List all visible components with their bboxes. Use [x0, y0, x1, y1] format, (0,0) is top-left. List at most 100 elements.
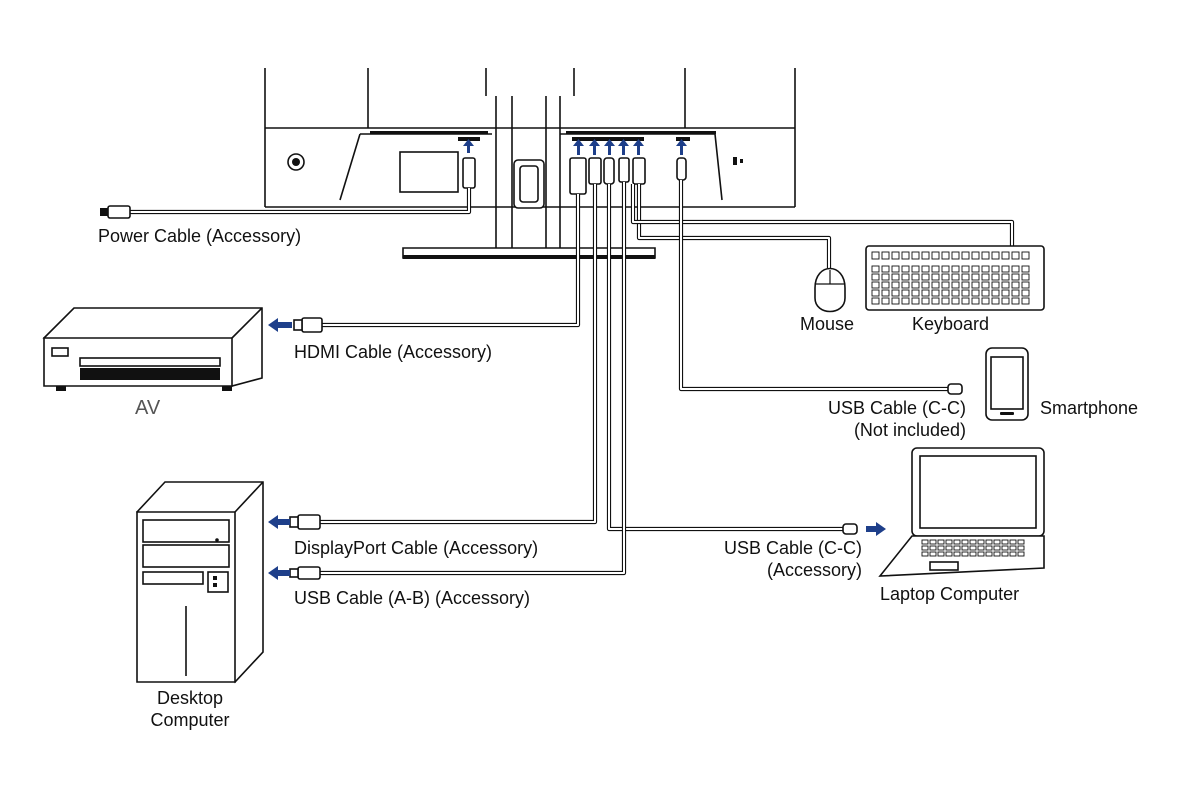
direction-arrows: [268, 318, 886, 580]
key: [1021, 289, 1030, 297]
key: [1011, 273, 1020, 281]
key: [941, 281, 950, 289]
key: [1021, 251, 1030, 260]
key: [969, 551, 977, 557]
key: [961, 551, 969, 557]
key: [941, 251, 950, 260]
power-cable-label: Power Cable (Accessory): [98, 226, 301, 246]
connector-arrow-icon: [268, 566, 290, 580]
key: [921, 281, 930, 289]
key: [945, 551, 953, 557]
key: [945, 539, 953, 545]
key: [911, 251, 920, 260]
key: [991, 251, 1000, 260]
key: [931, 273, 940, 281]
key: [991, 265, 1000, 273]
key: [1001, 551, 1009, 557]
hdmi-cable-label: HDMI Cable (Accessory): [294, 342, 492, 362]
key: [985, 545, 993, 551]
key: [891, 273, 900, 281]
key: [921, 289, 930, 297]
key: [1009, 551, 1017, 557]
cables: [130, 180, 1015, 576]
key: [969, 539, 977, 545]
key: [941, 297, 950, 305]
connector-arrow-icon: [633, 139, 644, 155]
keyboard-icon: [865, 245, 1045, 311]
key: [951, 289, 960, 297]
key: [1011, 265, 1020, 273]
usb-cc-laptop-label-2: (Accessory): [767, 560, 862, 580]
key: [945, 545, 953, 551]
key: [961, 297, 970, 305]
key: [961, 273, 970, 281]
key: [921, 297, 930, 305]
usb-cc-phone-label-2: (Not included): [854, 420, 966, 440]
key: [871, 265, 880, 273]
connector-arrow-icon: [676, 139, 687, 155]
key: [929, 551, 937, 557]
key: [901, 289, 910, 297]
key: [931, 289, 940, 297]
key: [871, 297, 880, 305]
key: [911, 289, 920, 297]
key: [991, 297, 1000, 305]
port-arrows: [463, 139, 687, 155]
key: [931, 281, 940, 289]
key: [1001, 251, 1010, 260]
key: [977, 539, 985, 545]
mouse-icon: [814, 267, 846, 313]
key: [1017, 545, 1025, 551]
key: [961, 281, 970, 289]
key: [961, 265, 970, 273]
desktop-label-1: Desktop: [157, 688, 223, 708]
key: [929, 539, 937, 545]
cable-ends: [100, 205, 963, 580]
key: [951, 297, 960, 305]
connector-arrow-icon: [589, 139, 600, 155]
key: [871, 273, 880, 281]
monitor-stand: [402, 96, 656, 259]
key: [971, 251, 980, 260]
key: [941, 273, 950, 281]
connector-arrow-icon: [604, 139, 615, 155]
key: [901, 273, 910, 281]
key: [981, 281, 990, 289]
usb-cc-laptop-label-1: USB Cable (C-C): [724, 538, 862, 558]
displayport-cable-label: DisplayPort Cable (Accessory): [294, 538, 538, 558]
monitor-plugs: [462, 157, 687, 195]
key: [921, 265, 930, 273]
smartphone-label: Smartphone: [1040, 398, 1138, 418]
key: [1011, 251, 1020, 260]
key: [881, 265, 890, 273]
key: [981, 273, 990, 281]
av-label: AV: [135, 397, 161, 419]
key: [993, 545, 1001, 551]
key: [993, 551, 1001, 557]
key: [937, 539, 945, 545]
key: [921, 545, 929, 551]
key: [891, 265, 900, 273]
key: [961, 539, 969, 545]
connector-arrow-icon: [866, 522, 886, 536]
key: [1001, 265, 1010, 273]
key: [971, 281, 980, 289]
laptop-label: Laptop Computer: [880, 584, 1019, 604]
key: [951, 281, 960, 289]
key: [929, 545, 937, 551]
key: [901, 297, 910, 305]
key: [881, 273, 890, 281]
key: [881, 297, 890, 305]
key: [921, 273, 930, 281]
key: [953, 551, 961, 557]
key: [971, 297, 980, 305]
key: [961, 251, 970, 260]
key: [941, 289, 950, 297]
key: [871, 289, 880, 297]
key: [981, 289, 990, 297]
connector-arrow-icon: [268, 318, 292, 332]
usb-cc-phone-label-1: USB Cable (C-C): [828, 398, 966, 418]
key: [1017, 551, 1025, 557]
connector-arrow-icon: [618, 139, 629, 155]
